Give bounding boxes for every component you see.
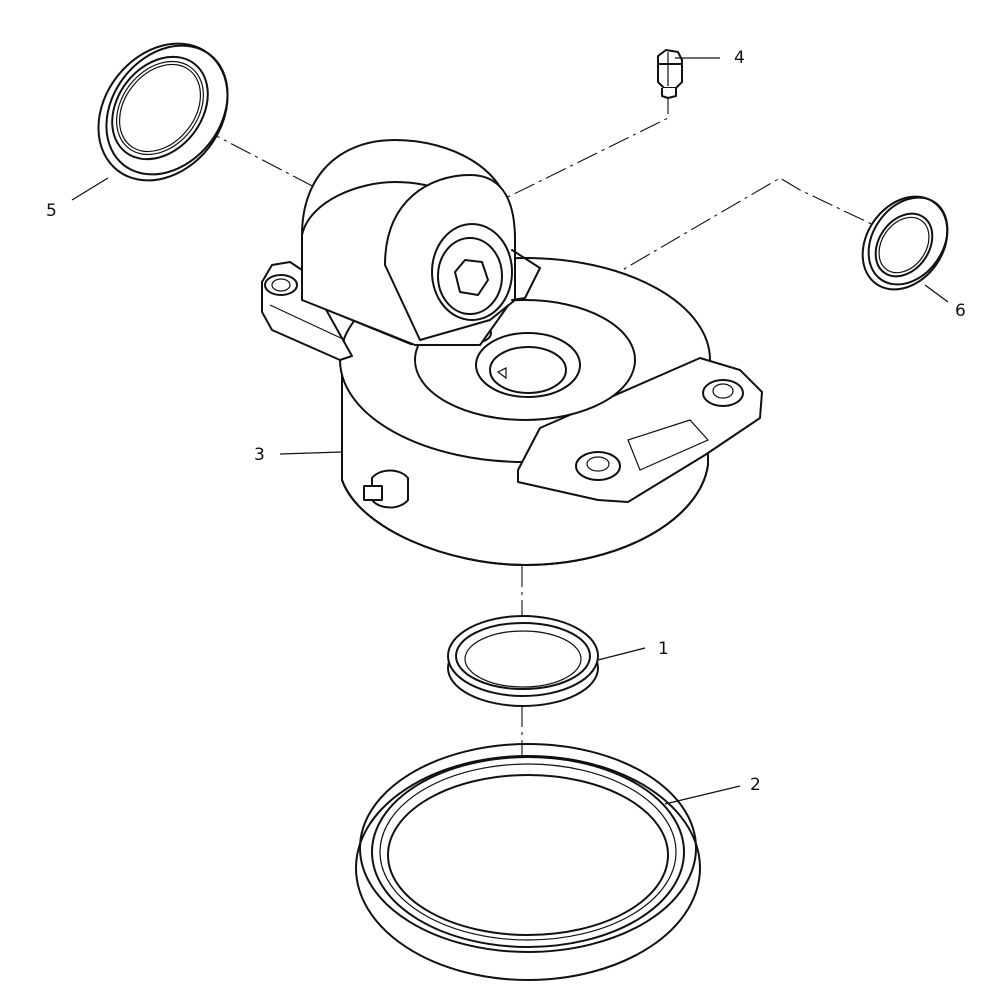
housing: [261, 139, 763, 566]
callout-6: 6: [955, 301, 966, 321]
callouts: 5 4 3 1 2 6: [46, 48, 966, 795]
large-seal-ring: [355, 743, 701, 981]
callout-2: 2: [750, 775, 761, 795]
oil-seal-right: [861, 195, 949, 291]
leader-lines: [71, 57, 949, 805]
callout-3: 3: [254, 445, 265, 465]
callout-4: 4: [734, 48, 745, 68]
seal-ring: [447, 615, 599, 707]
fitting: [657, 49, 683, 99]
oil-seal-left: [97, 42, 229, 182]
callout-5: 5: [46, 201, 57, 221]
callout-1: 1: [658, 639, 669, 659]
